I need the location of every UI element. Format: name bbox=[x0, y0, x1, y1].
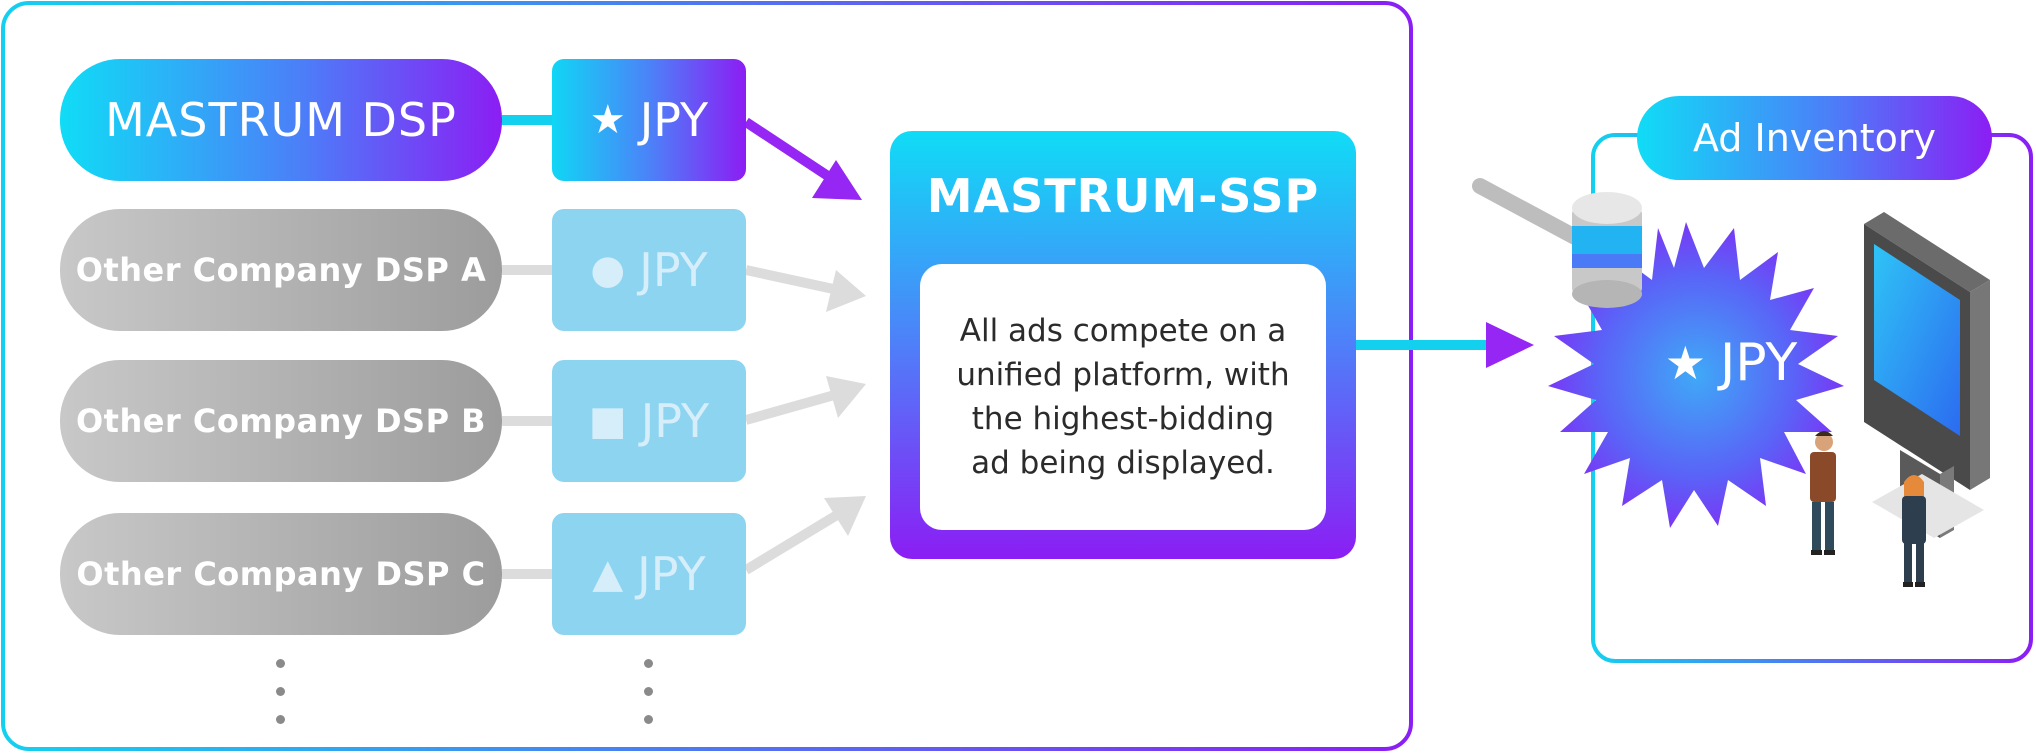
gavel-icon bbox=[1472, 178, 1642, 308]
other-dsp-b-bid: ■ JPY bbox=[552, 360, 746, 482]
circle-icon: ● bbox=[590, 247, 626, 293]
other-dsp-a-pill: Other Company DSP A bbox=[60, 209, 502, 331]
other-dsp-a-bid-currency: JPY bbox=[639, 243, 708, 297]
ad-inventory-title: Ad Inventory bbox=[1692, 116, 1937, 160]
person-icon bbox=[1810, 431, 1836, 555]
mastrum-dsp-label: MASTRUM DSP bbox=[105, 93, 457, 147]
other-dsp-c-bid-currency: JPY bbox=[637, 547, 706, 601]
other-dsp-c-pill: Other Company DSP C bbox=[60, 513, 502, 635]
mastrum-dsp-bid-currency: JPY bbox=[639, 93, 709, 147]
ssp-to-inventory-arrow bbox=[1356, 322, 1534, 368]
mastrum-dsp-connector bbox=[502, 115, 552, 125]
other-dsp-c-bid: ▲ JPY bbox=[552, 513, 746, 635]
ad-inventory-illustration bbox=[1472, 178, 1990, 587]
other-dsp-b-bid-currency: JPY bbox=[640, 394, 710, 448]
triangle-icon: ▲ bbox=[592, 551, 624, 597]
main-frame bbox=[1, 1, 1413, 751]
winning-bid-currency: JPY bbox=[1719, 333, 1798, 393]
other-dsp-c-connector bbox=[502, 569, 552, 579]
person-icon bbox=[1902, 475, 1926, 587]
bid-arrows bbox=[743, 117, 866, 575]
star-icon: ★ bbox=[589, 97, 626, 143]
bid-more-dots bbox=[644, 659, 654, 743]
other-dsp-a-label: Other Company DSP A bbox=[75, 251, 487, 289]
ssp-description-card: All ads compete on a unified platform, w… bbox=[920, 264, 1326, 530]
other-dsp-a-bid: ● JPY bbox=[552, 209, 746, 331]
ssp-description: All ads compete on a unified platform, w… bbox=[956, 313, 1290, 481]
square-icon: ■ bbox=[588, 398, 627, 444]
star-icon: ★ bbox=[1664, 336, 1706, 390]
mastrum-dsp-bid: ★ JPY bbox=[552, 59, 746, 181]
other-dsp-b-pill: Other Company DSP B bbox=[60, 360, 502, 482]
ssp-title: MASTRUM-SSP bbox=[926, 169, 1320, 223]
other-dsp-b-connector bbox=[502, 416, 552, 426]
other-dsp-b-label: Other Company DSP B bbox=[75, 402, 487, 440]
ad-inventory-badge: Ad Inventory bbox=[1637, 96, 1992, 180]
mastrum-ssp-box: MASTRUM-SSP All ads compete on a unified… bbox=[890, 131, 1356, 559]
dsp-more-dots bbox=[276, 659, 286, 743]
winning-bid-label: ★ JPY bbox=[1606, 318, 1856, 408]
primary-arrow-head bbox=[812, 160, 862, 200]
other-dsp-c-label: Other Company DSP C bbox=[76, 555, 486, 593]
other-dsp-a-connector bbox=[502, 265, 552, 275]
digital-signage-icon bbox=[1864, 212, 1990, 538]
mastrum-dsp-pill: MASTRUM DSP bbox=[60, 59, 502, 181]
